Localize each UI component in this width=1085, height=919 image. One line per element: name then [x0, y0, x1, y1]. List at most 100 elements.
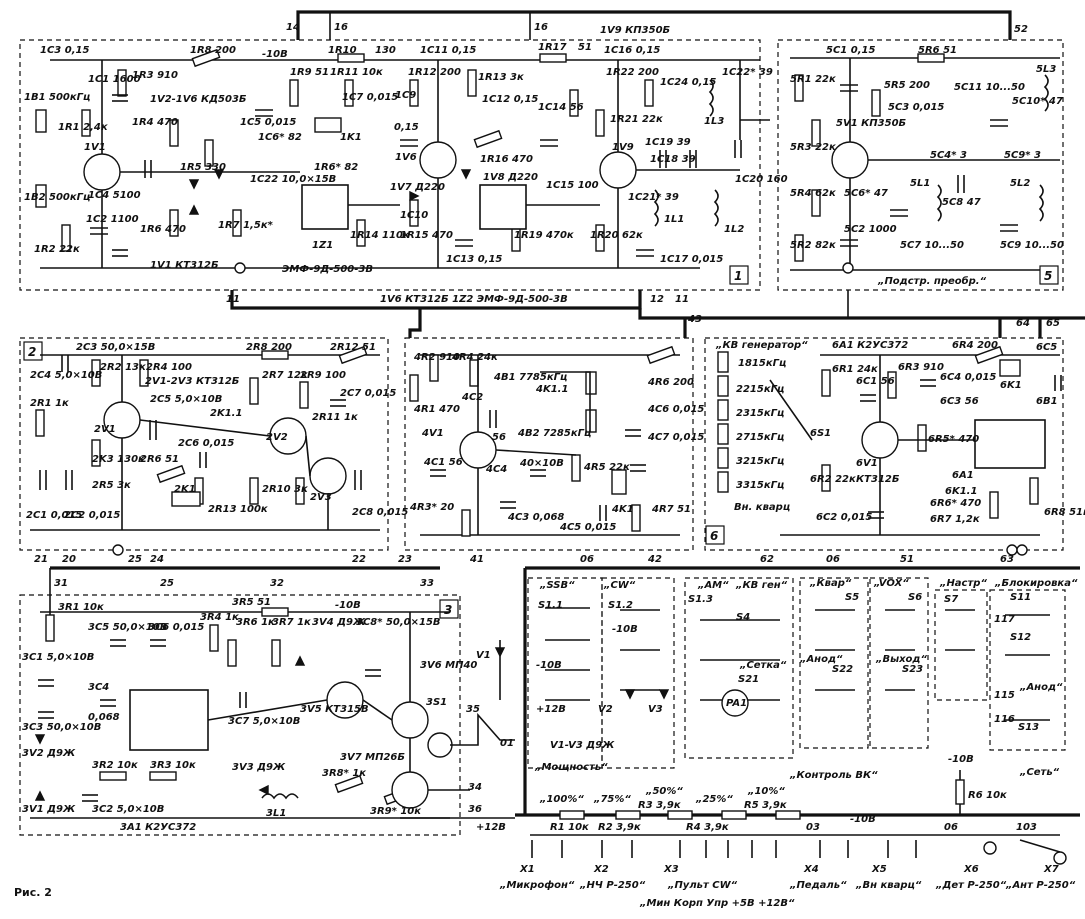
component-label: 2R9 100 — [300, 370, 346, 381]
block-caption: „КВ генератор“ — [715, 340, 808, 351]
component-label: 5C11 10...50 — [954, 82, 1025, 93]
component-label: S7 — [944, 594, 958, 605]
component-label: 3R6 1к — [236, 617, 275, 628]
component-label: 1R2 22к — [34, 244, 80, 255]
component-label: 3S1 — [426, 697, 447, 708]
component-label: S1.2 — [608, 600, 633, 611]
component-label: 3C2 5,0×10В — [92, 804, 164, 815]
component-label: „Анод“ — [1019, 682, 1063, 693]
block-6-frame — [704, 337, 1064, 551]
component-label: 3R1 10к — [58, 602, 104, 613]
component-label: 2C4 5,0×10В — [30, 370, 102, 381]
component-label: 1R11 10к — [330, 67, 383, 78]
component-label: 3L1 — [266, 808, 286, 819]
wire-number: 01 — [500, 738, 514, 749]
ic-label: 1Z1 — [312, 240, 333, 251]
component-label: 1R1 2,4к — [58, 122, 108, 133]
component-label: 2C5 5,0×10В — [150, 394, 222, 405]
wire-number: 62 — [760, 554, 774, 565]
component-label: 2K3 130к — [92, 454, 145, 465]
component-label: 6R8 51к — [1044, 507, 1085, 518]
component-label: -10В — [850, 814, 876, 825]
component-label: S1.3 — [688, 594, 713, 605]
wire-number: 14 — [286, 22, 300, 33]
block-2-components — [30, 345, 380, 556]
component-label: 4R1 470 — [413, 404, 460, 415]
component-label: 3R2 10к — [92, 760, 138, 771]
component-label: 1B1 500кГц — [24, 92, 90, 103]
component-label: +12В — [476, 822, 506, 833]
component-label: 1C3 0,15 — [40, 45, 89, 56]
block-number: 1 — [734, 269, 742, 283]
component-label: 4C2 — [461, 392, 483, 403]
component-label: „100%“ — [539, 794, 584, 805]
component-label: 5C6* 47 — [844, 188, 888, 199]
component-label: 6R4 200 — [952, 340, 998, 351]
block-5-frame — [777, 39, 1064, 291]
component-label: 1R13 3к — [478, 72, 524, 83]
component-label: S5 — [845, 592, 859, 603]
component-label: „VOX“ — [873, 578, 909, 589]
component-label: „75%“ — [593, 794, 631, 805]
component-label: 1L2 — [724, 224, 744, 235]
component-label: 5R3 22к — [790, 142, 836, 153]
connector-x5: X5 — [871, 864, 887, 875]
component-label: „Блокировка“ — [994, 578, 1078, 589]
component-label: -10В — [262, 49, 288, 60]
connector-x7: X7 — [1043, 864, 1059, 875]
block-number: 5 — [1044, 269, 1052, 283]
block-number: 2 — [28, 345, 36, 359]
component-label: S4 — [736, 612, 750, 623]
block-1-components: 1Z1 — [35, 48, 770, 274]
component-label: 2R13 100к — [208, 504, 268, 515]
component-label: 1C4 5100 — [88, 190, 141, 201]
component-label: 2C8 0,015 — [352, 507, 408, 518]
quartz-bank — [717, 351, 729, 493]
component-label: 1C13 0,15 — [446, 254, 502, 265]
block-5-labels: 5C1 0,15 5R6 51 5R1 22к 5R5 200 5C3 0,01… — [790, 45, 1064, 287]
component-label: 3V3 Д9Ж — [232, 762, 286, 773]
component-label: 1R16 470 — [480, 154, 533, 165]
component-label: Вн. кварц — [734, 502, 790, 513]
block-6-labels: 6R4 200 6C5 2215кГц 1815кГц 6R1 24к 6C1 … — [715, 340, 1085, 525]
component-label: 5R1 22к — [790, 74, 836, 85]
component-label: „КВ ген“ — [735, 580, 788, 591]
component-label: R1 10к — [550, 822, 589, 833]
component-label: 2C6 0,015 — [178, 438, 234, 449]
component-label: R2 3,9к — [598, 822, 641, 833]
component-label: -10В — [948, 754, 974, 765]
component-label: 1C9 — [395, 90, 416, 101]
component-label: S11 — [1010, 592, 1031, 603]
component-label: 6R1 24к — [832, 364, 878, 375]
component-label: 3V6 МП40 — [420, 660, 477, 671]
component-label: 3C1 5,0×10В — [22, 652, 94, 663]
component-label: 5R6 51 — [918, 45, 957, 56]
component-label: „Контроль ВК“ — [789, 770, 878, 781]
component-label: 1V9 — [612, 142, 634, 153]
component-label: 1C21* 39 — [628, 192, 679, 203]
wire-number: 11 — [675, 294, 689, 305]
block-6-components — [717, 345, 1062, 556]
component-label: 1815кГц — [738, 358, 786, 369]
component-label: 2K1.1 — [210, 408, 242, 419]
wire-number: 42 — [647, 554, 662, 565]
connector-caption: „НЧ Р-250“ — [579, 880, 646, 891]
block-number: 6 — [710, 529, 718, 543]
component-label: 2C2 0,015 — [64, 510, 120, 521]
component-label: S12 — [1010, 632, 1031, 643]
component-label: 1V7 Д220 — [390, 182, 445, 193]
connector-caption: „Ант Р-250“ — [1005, 880, 1076, 891]
wire-number: 24 — [150, 554, 164, 565]
block-caption: „Подстр. преобр.“ — [877, 275, 987, 287]
component-label: 1C12 0,15 — [482, 94, 538, 105]
wire-number: 32 — [270, 578, 284, 589]
wire-number: 34 — [468, 782, 482, 793]
component-label: 2R1 1к — [30, 398, 69, 409]
connector-caption: „Вн кварц“ — [855, 880, 922, 891]
component-label: 1R3 910 — [132, 70, 178, 81]
component-label: 6C5 — [1036, 342, 1057, 353]
wire-number: 16 — [534, 22, 548, 33]
component-label: 3R4 1к — [200, 612, 239, 623]
component-label: 2R8 200 — [246, 342, 292, 353]
component-label: 3C6 0,015 — [148, 622, 204, 633]
